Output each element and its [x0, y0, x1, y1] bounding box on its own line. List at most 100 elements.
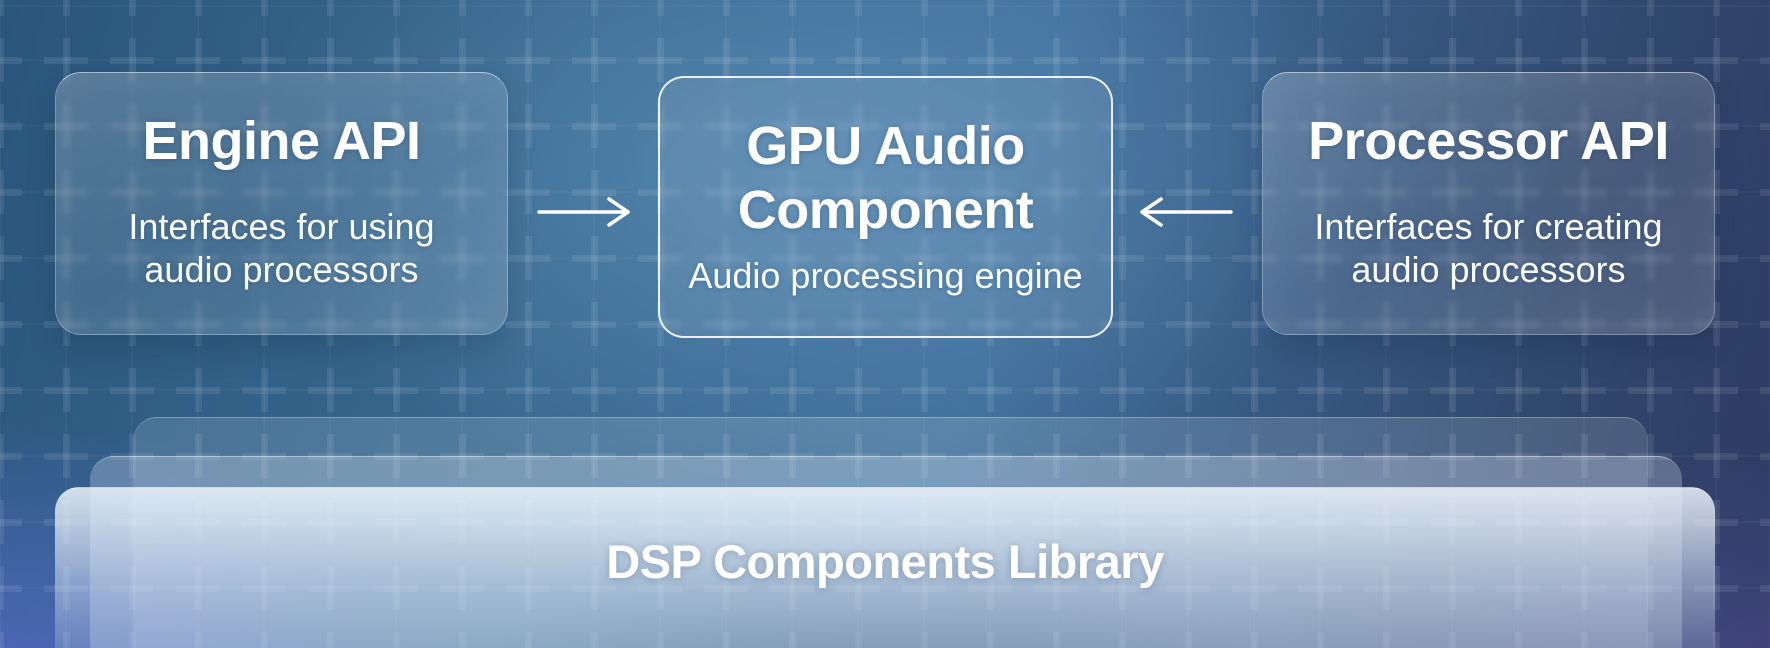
grid-cross-mark — [1166, 170, 1210, 214]
grid-cross-mark — [0, 500, 22, 544]
grid-cross-mark — [1628, 38, 1672, 82]
grid-cross-mark — [1694, 368, 1738, 412]
grid-cross-mark — [770, 434, 814, 478]
processor-api-box: Processor API Interfaces for creating au… — [1262, 72, 1715, 335]
grid-cross-mark — [1694, 0, 1738, 16]
grid-cross-mark — [110, 0, 154, 16]
gpu-audio-component-subtitle: Audio processing engine — [688, 255, 1083, 296]
grid-cross-mark — [704, 0, 748, 16]
grid-cross-mark — [440, 38, 484, 82]
grid-cross-mark — [1760, 236, 1770, 280]
grid-cross-mark — [1562, 368, 1606, 412]
grid-cross-mark — [572, 368, 616, 412]
grid-cross-mark — [704, 434, 748, 478]
grid-cross-mark — [0, 302, 22, 346]
grid-cross-mark — [1364, 38, 1408, 82]
grid-cross-mark — [572, 236, 616, 280]
grid-cross-mark — [1496, 38, 1540, 82]
grid-cross-mark — [1232, 236, 1276, 280]
grid-cross-mark — [242, 434, 286, 478]
grid-cross-mark — [1298, 0, 1342, 16]
grid-cross-mark — [1694, 236, 1738, 280]
processor-api-subtitle: Interfaces for creating audio processors — [1314, 206, 1663, 290]
grid-cross-mark — [968, 434, 1012, 478]
grid-cross-mark — [1166, 38, 1210, 82]
grid-cross-mark — [572, 0, 616, 16]
grid-cross-mark — [638, 434, 682, 478]
library-stack-card-front: DSP Components Library — [55, 487, 1715, 648]
grid-cross-mark — [704, 368, 748, 412]
grid-cross-mark — [0, 104, 22, 148]
grid-cross-mark — [1100, 38, 1144, 82]
grid-cross-mark — [968, 0, 1012, 16]
grid-cross-mark — [176, 0, 220, 16]
grid-cross-mark — [1232, 0, 1276, 16]
grid-cross-mark — [1760, 38, 1770, 82]
grid-cross-mark — [1100, 368, 1144, 412]
grid-cross-mark — [1232, 38, 1276, 82]
grid-cross-mark — [1364, 0, 1408, 16]
grid-cross-mark — [44, 38, 88, 82]
grid-cross-mark — [836, 0, 880, 16]
grid-cross-mark — [374, 38, 418, 82]
grid-cross-mark — [1430, 0, 1474, 16]
grid-cross-mark — [1034, 0, 1078, 16]
grid-cross-mark — [968, 368, 1012, 412]
grid-cross-mark — [440, 0, 484, 16]
grid-cross-mark — [1562, 0, 1606, 16]
library-title: DSP Components Library — [606, 535, 1164, 588]
grid-cross-mark — [638, 38, 682, 82]
grid-cross-mark — [1166, 0, 1210, 16]
grid-cross-mark — [1628, 0, 1672, 16]
grid-cross-mark — [506, 302, 550, 346]
grid-cross-mark — [1100, 104, 1144, 148]
grid-cross-mark — [1232, 368, 1276, 412]
grid-cross-mark — [704, 38, 748, 82]
grid-cross-mark — [902, 434, 946, 478]
grid-cross-mark — [1298, 368, 1342, 412]
grid-cross-mark — [572, 38, 616, 82]
grid-cross-mark — [308, 38, 352, 82]
grid-cross-mark — [506, 0, 550, 16]
grid-cross-mark — [572, 302, 616, 346]
grid-cross-mark — [638, 368, 682, 412]
grid-cross-mark — [1694, 566, 1738, 610]
grid-cross-mark — [1166, 434, 1210, 478]
grid-cross-mark — [572, 104, 616, 148]
grid-cross-mark — [1364, 368, 1408, 412]
grid-cross-mark — [1760, 566, 1770, 610]
grid-cross-mark — [1496, 434, 1540, 478]
grid-cross-mark — [1562, 38, 1606, 82]
grid-cross-mark — [506, 38, 550, 82]
grid-cross-mark — [308, 0, 352, 16]
grid-cross-mark — [242, 38, 286, 82]
grid-cross-mark — [1562, 434, 1606, 478]
grid-cross-mark — [1760, 434, 1770, 478]
grid-cross-mark — [308, 368, 352, 412]
arrow-right-icon — [537, 196, 633, 228]
grid-cross-mark — [836, 368, 880, 412]
grid-cross-mark — [0, 38, 22, 82]
grid-cross-mark — [1166, 368, 1210, 412]
engine-api-subtitle: Interfaces for using audio processors — [128, 206, 435, 290]
grid-cross-mark — [902, 38, 946, 82]
grid-cross-mark — [1298, 434, 1342, 478]
grid-cross-mark — [1100, 434, 1144, 478]
grid-cross-mark — [1430, 368, 1474, 412]
grid-cross-mark — [1298, 38, 1342, 82]
grid-cross-mark — [1760, 0, 1770, 16]
grid-cross-mark — [1232, 104, 1276, 148]
grid-cross-mark — [1694, 500, 1738, 544]
grid-cross-mark — [1034, 434, 1078, 478]
grid-cross-mark — [1166, 302, 1210, 346]
grid-cross-mark — [1694, 434, 1738, 478]
grid-cross-mark — [506, 368, 550, 412]
grid-cross-mark — [572, 434, 616, 478]
grid-cross-mark — [506, 236, 550, 280]
grid-cross-mark — [506, 434, 550, 478]
grid-cross-mark — [308, 434, 352, 478]
grid-cross-mark — [1100, 0, 1144, 16]
grid-cross-mark — [0, 632, 22, 648]
gpu-audio-component-title: GPU Audio Component — [737, 116, 1034, 240]
